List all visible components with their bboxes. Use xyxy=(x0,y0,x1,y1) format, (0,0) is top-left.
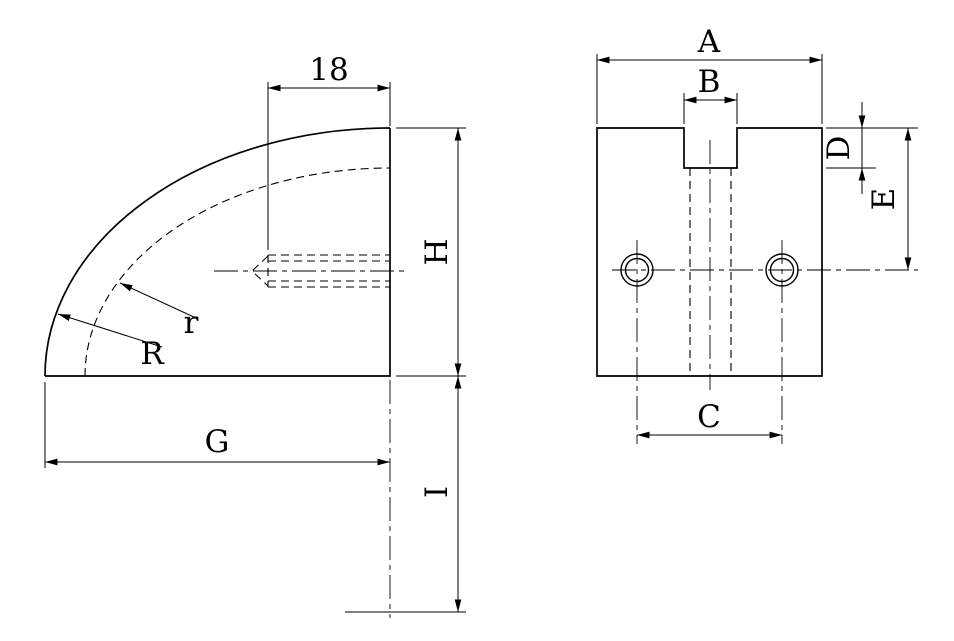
leader-R-line xyxy=(57,313,163,348)
screw-cone-tip xyxy=(251,255,269,287)
dim-label-G: G xyxy=(205,424,230,460)
left-view: 18 H G I R r xyxy=(44,52,466,618)
dim-label-C: C xyxy=(697,399,721,435)
leader-inner-radius-r: r xyxy=(119,282,199,341)
dim-label-R: R xyxy=(140,336,165,372)
left-view-inner-arc-hidden xyxy=(84,167,391,377)
dim-label-18: 18 xyxy=(309,52,348,88)
left-view-outline xyxy=(45,128,391,377)
dimension-overall-width-A: A xyxy=(596,24,823,124)
dim-label-I: I xyxy=(419,486,455,498)
leader-outer-radius-R: R xyxy=(57,313,165,372)
dimension-slot-depth-D: D xyxy=(821,102,918,194)
dimension-hole-offset-E: E xyxy=(866,128,912,270)
right-view-outline xyxy=(596,127,823,377)
right-view: A B D E C xyxy=(596,24,918,444)
dim-label-B: B xyxy=(698,64,721,100)
dim-label-H: H xyxy=(419,238,455,265)
dim-label-r: r xyxy=(184,305,199,341)
dim-label-E: E xyxy=(866,188,902,211)
dimension-height-H: H xyxy=(396,127,466,377)
dim-label-A: A xyxy=(697,24,721,60)
left-view-outer-arc xyxy=(44,127,391,377)
dimension-lower-I: I xyxy=(345,376,466,618)
leader-r-line xyxy=(119,282,197,319)
dimension-screw-length: 18 xyxy=(267,52,391,250)
dimension-hole-spacing-C: C xyxy=(637,399,782,439)
dimension-slot-width-B: B xyxy=(683,64,738,124)
dim-label-D: D xyxy=(821,136,857,161)
dimension-width-G: G xyxy=(44,382,390,468)
